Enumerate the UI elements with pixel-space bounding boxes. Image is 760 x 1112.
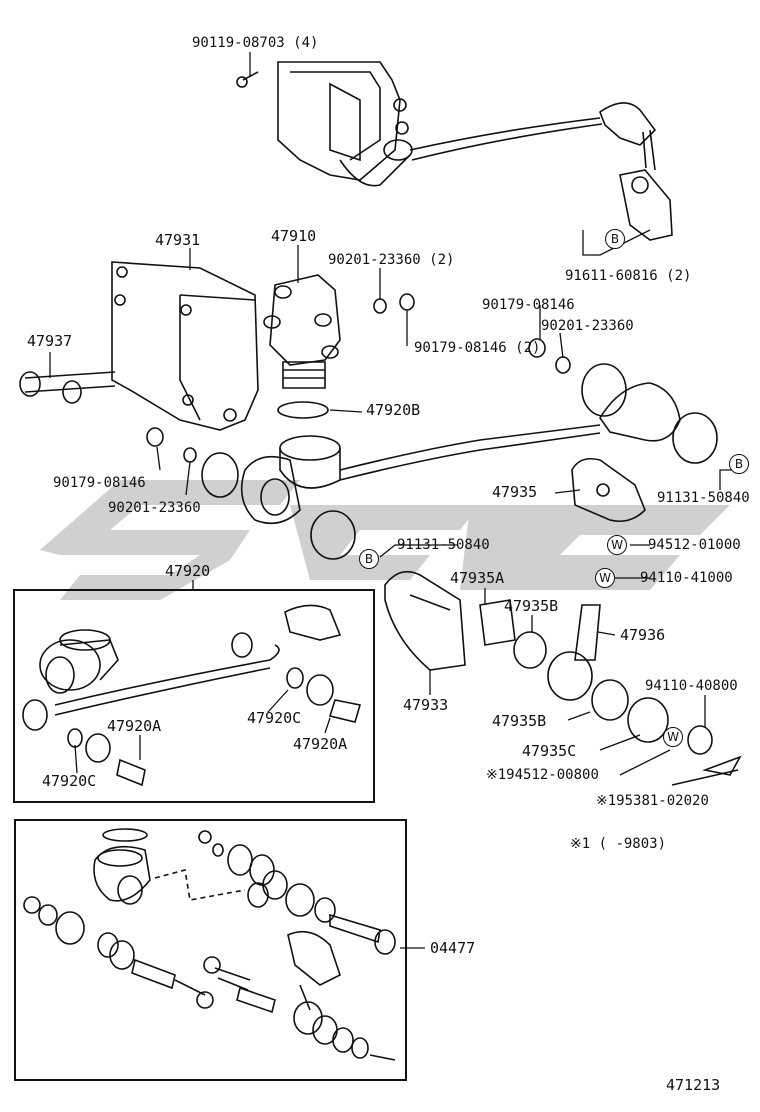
label-47937: 47937 (27, 332, 73, 350)
label-47935B-lower: 47935B (492, 712, 547, 730)
label-47920C-left: 47920C (42, 772, 97, 790)
marker-w-2: W (595, 568, 615, 588)
label-91611-60816: 91611-60816 (2) (565, 268, 692, 284)
label-47936: 47936 (620, 626, 666, 644)
label-47935A: 47935A (450, 569, 505, 587)
marker-w-1: W (607, 535, 627, 555)
label-90179-08146-right: 90179-08146 (482, 297, 575, 313)
label-91131-50840-left: 91131-50840 (397, 537, 490, 553)
label-note-9803: ※1 ( -9803) (570, 836, 667, 852)
label-47920: 47920 (165, 562, 211, 580)
label-04477: 04477 (430, 939, 476, 957)
label-47935B: 47935B (504, 597, 559, 615)
label-47931: 47931 (155, 231, 201, 249)
label-47920A-left: 47920A (107, 717, 162, 735)
figure-number: 471213 (666, 1076, 721, 1094)
marker-b-top: B (605, 229, 625, 249)
label-90179-08146-2: 90179-08146 (2) (414, 340, 541, 356)
label-90201-23360-2: 90201-23360 (2) (328, 252, 455, 268)
label-94110-40800: 94110-40800 (645, 678, 738, 694)
label-47935C: 47935C (522, 742, 577, 760)
label-194512-00800: ※194512-00800 (486, 767, 599, 783)
label-90201-23360-right: 90201-23360 (541, 318, 634, 334)
label-90119-08703: 90119-08703 (4) (192, 35, 319, 51)
label-90201-23360-left: 90201-23360 (108, 500, 201, 516)
label-91131-50840-right: 91131-50840 (657, 490, 750, 506)
marker-b-right: B (729, 454, 749, 474)
label-47920A-right: 47920A (293, 735, 348, 753)
marker-b-left: B (359, 549, 379, 569)
label-195381-02020: ※195381-02020 (596, 793, 709, 809)
marker-w-3: W (663, 727, 683, 747)
label-47920C-right: 47920C (247, 709, 302, 727)
label-47933: 47933 (403, 696, 449, 714)
label-47920B: 47920B (366, 401, 421, 419)
label-47910: 47910 (271, 227, 317, 245)
label-94512-01000: 94512-01000 (648, 537, 741, 553)
label-90179-08146-left: 90179-08146 (53, 475, 146, 491)
watermark-logo (40, 480, 730, 600)
label-94110-41000: 94110-41000 (640, 570, 733, 586)
label-47935: 47935 (492, 483, 538, 501)
